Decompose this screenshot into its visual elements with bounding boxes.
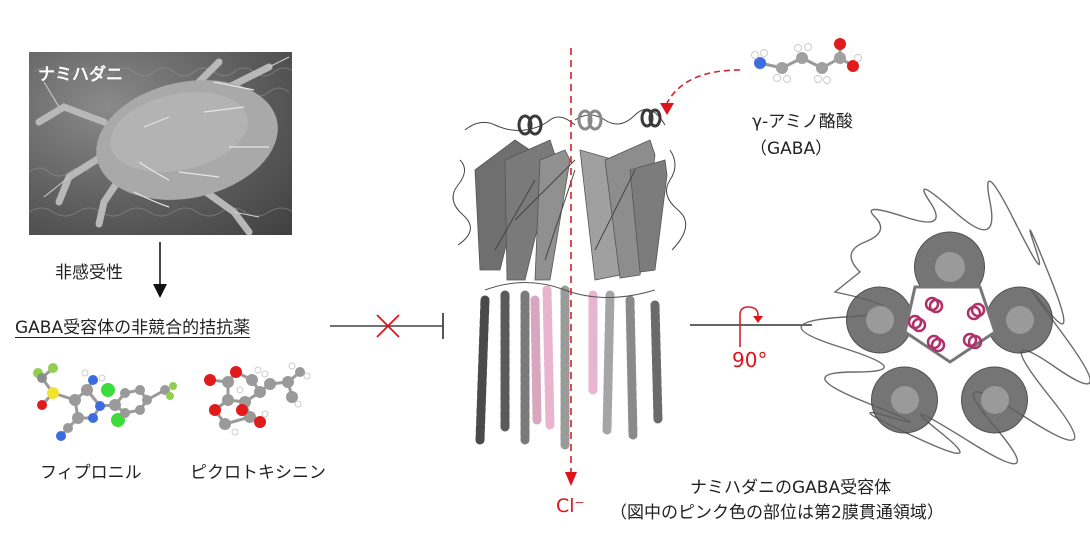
receptor-side-view-icon — [452, 108, 687, 450]
rotation-label: 90° — [732, 348, 768, 372]
gaba-molecule-icon — [751, 38, 862, 84]
mite-photo-label: ナミハダニ — [38, 65, 123, 85]
down-arrow-icon — [153, 242, 167, 298]
mite-photo: ナミハダニ — [29, 52, 292, 235]
mite-sem-icon — [29, 56, 292, 235]
receptor-caption-note: （図中のピンク色の部位は第2膜貫通領域） — [610, 503, 944, 523]
gaba-binding-arrow-icon — [660, 69, 741, 115]
blocked-inhibition-icon — [330, 313, 444, 339]
gaba-name: γ-アミノ酪酸 — [752, 112, 853, 132]
compound-name-picrotoxinin: ピクロトキシニン — [190, 463, 326, 483]
antagonist-heading: GABA受容体の非競合的拮抗薬 — [15, 318, 251, 338]
chloride-ion-label: Cl⁻ — [556, 495, 585, 517]
gaba-abbrev: （GABA） — [750, 139, 833, 159]
receptor-top-view-icon — [800, 180, 1090, 465]
receptor-caption-title: ナミハダニのGABA受容体 — [690, 478, 892, 498]
picrotoxinin-molecule-icon — [204, 362, 311, 436]
rotate-90-icon — [690, 306, 812, 347]
insensitivity-label: 非感受性 — [55, 263, 123, 283]
fipronil-molecule-icon — [33, 363, 177, 441]
compound-name-fipronil: フィプロニル — [40, 463, 142, 483]
ion-pathway-arrow-icon — [565, 48, 577, 486]
